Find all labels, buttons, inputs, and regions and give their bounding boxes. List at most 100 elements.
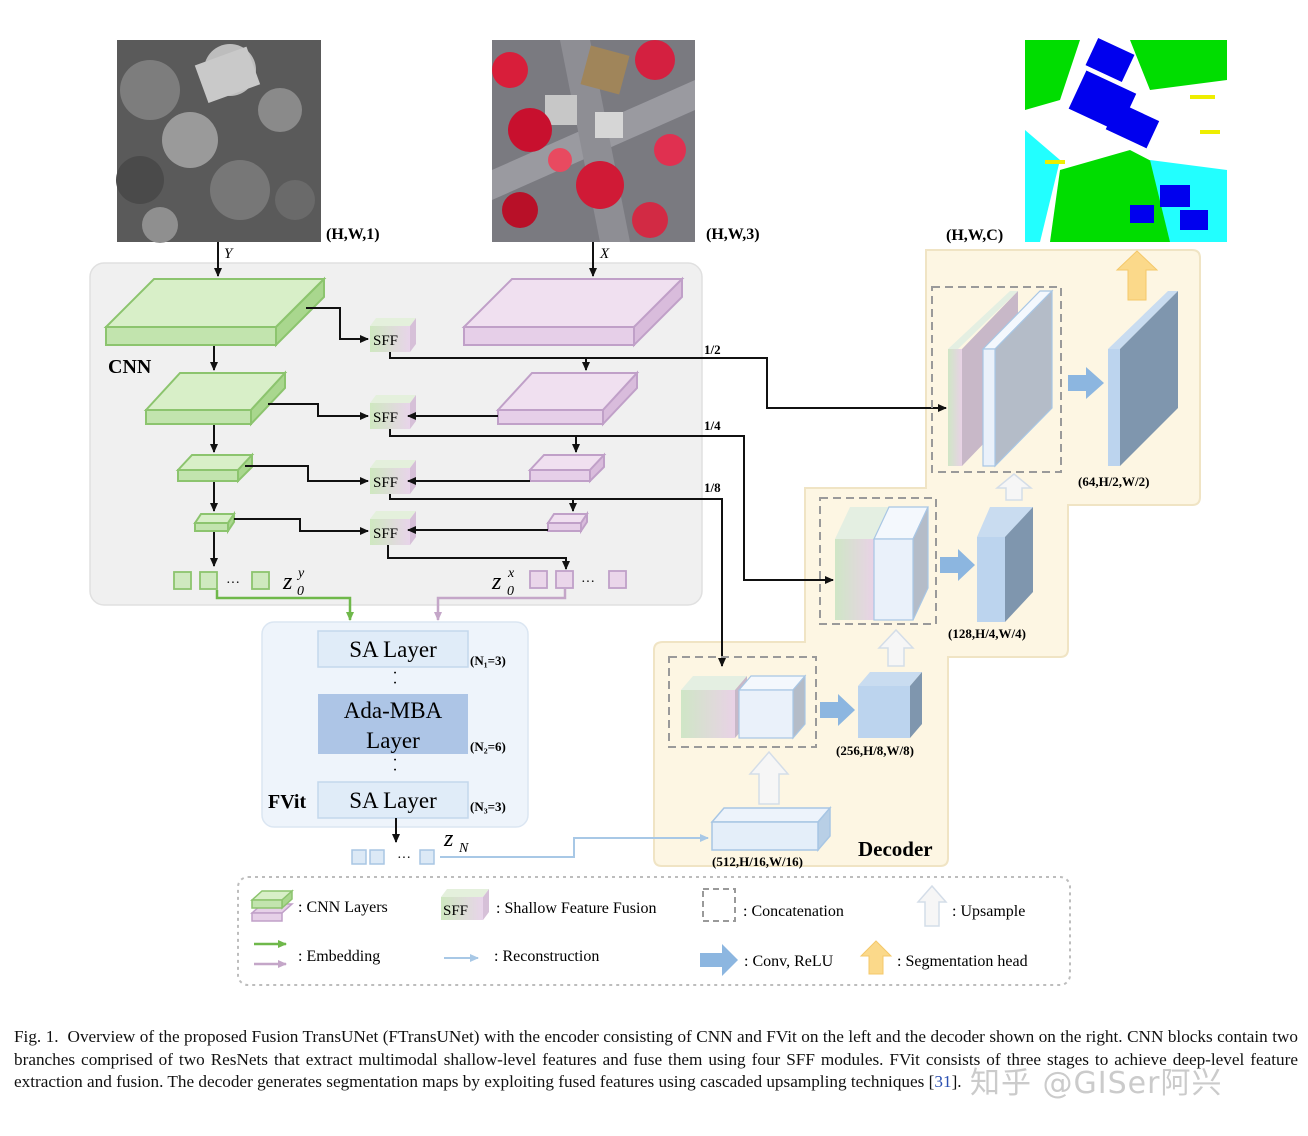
svg-text:···: ···: [397, 851, 411, 866]
sa-layer-1-count: (N₁=3): [470, 653, 506, 668]
legend-cnn-layers: : CNN Layers: [298, 899, 388, 916]
concat2-upsampled-feature: [873, 506, 929, 621]
dsm-dimension-label: (H,W,1): [326, 226, 380, 243]
svg-text:·: ·: [392, 762, 397, 779]
svg-text:SFF: SFF: [373, 410, 398, 426]
dim-64: (64,H/2,W/2): [1078, 474, 1150, 489]
concat-group-1: [931, 286, 1062, 473]
svg-text:SA Layer: SA Layer: [349, 637, 437, 662]
legend-seg-head: : Segmentation head: [897, 953, 1028, 970]
svg-text:Layer: Layer: [366, 728, 420, 753]
fvit-label: FVit: [268, 791, 306, 813]
svg-text:···: ···: [226, 576, 240, 591]
legend-concat-icon: [702, 888, 736, 922]
z0y-symbol: z y 0: [282, 566, 305, 599]
svg-text:0: 0: [507, 584, 514, 599]
legend-concat: : Concatenation: [743, 903, 844, 920]
conv-arrow-1: [1068, 367, 1104, 399]
caption-end: ].: [951, 1072, 962, 1091]
cnn-layer-2: [143, 370, 288, 427]
sa-layer-2: [317, 781, 469, 819]
reconstruction-arrow: [440, 834, 709, 858]
sff-module-1: SFF: [370, 318, 416, 352]
svg-text:N: N: [458, 841, 469, 856]
concat-group-3: [668, 656, 817, 748]
svg-text:SFF: SFF: [373, 475, 398, 491]
dim-512: (512,H/16,W/16): [712, 854, 803, 869]
rgb-layer-2: [495, 370, 640, 427]
figure-caption: Fig. 1. Overview of the proposed Fusion …: [14, 1026, 1298, 1094]
dsm-variable: Y: [224, 246, 234, 262]
rgb-layer-3: [527, 452, 607, 484]
decoder-label: Decoder: [858, 837, 933, 861]
upsample-arrow-2: [877, 628, 915, 667]
svg-text:·: ·: [392, 665, 397, 682]
svg-text:0: 0: [297, 584, 304, 599]
svg-text:·: ·: [392, 752, 397, 769]
scale-label-quarter: 1/4: [704, 418, 721, 433]
segmentation-head-arrow: [1115, 250, 1159, 301]
architecture-diagram: (H,W,1) (H,W,3) (H,W,C) CNN Y X: [89, 37, 1227, 986]
skip-connections: [390, 357, 947, 667]
output-dimension-label: (H,W,C): [946, 227, 1003, 244]
scale-label-half: 1/2: [704, 342, 721, 357]
svg-text:SFF: SFF: [373, 526, 398, 542]
decoder-block-128: [977, 507, 1033, 622]
caption-lead: Fig. 1.: [14, 1027, 59, 1046]
legend-conv-relu: : Conv, ReLU: [744, 953, 834, 970]
dsm-input-image: [116, 40, 321, 243]
scale-label-eighth: 1/8: [704, 480, 721, 495]
svg-text:SA Layer: SA Layer: [349, 788, 437, 813]
conv-arrow-2: [940, 549, 975, 581]
svg-text:z: z: [282, 569, 293, 595]
svg-text:SFF: SFF: [443, 903, 468, 919]
concat-group-2: [819, 497, 937, 625]
legend-upsample-icon: [916, 884, 948, 927]
legend-conv-icon: [700, 944, 738, 976]
rgb-dimension-label: (H,W,3): [706, 226, 760, 243]
sff-module-4: SFF: [370, 511, 416, 545]
dsm-tokens: ···: [173, 571, 270, 591]
ada-mba-count: (N₂=6): [470, 739, 506, 754]
sa-layer-1: [317, 630, 469, 668]
rgb-layer-1: [461, 276, 685, 348]
zn-tokens: ···: [351, 849, 435, 866]
legend-sff: : Shallow Feature Fusion: [496, 900, 656, 917]
conv-arrow-3: [820, 694, 855, 726]
segmentation-output-image: [1025, 37, 1227, 242]
decoder-block-256: [858, 672, 922, 738]
concat3-upsampled-feature: [737, 674, 807, 740]
cnn-layer-4: [193, 510, 236, 535]
cnn-layer-1: [103, 276, 327, 348]
sa-layer-2-count: (N₃=3): [470, 799, 506, 814]
upsample-arrow-3: [994, 473, 1034, 501]
zn-symbol: z N: [443, 826, 469, 856]
caption-reference-link[interactable]: 31: [934, 1072, 952, 1091]
legend-embedding: : Embedding: [298, 948, 380, 965]
dim-128: (128,H/4,W/4): [948, 626, 1026, 641]
svg-text:···: ···: [581, 575, 595, 590]
rgb-input-image: [492, 40, 695, 242]
legend-reconstruction: : Reconstruction: [494, 948, 599, 965]
cnn-label: CNN: [108, 356, 152, 378]
legend-upsample: : Upsample: [952, 903, 1025, 920]
svg-text:·: ·: [392, 675, 397, 692]
decoder-block-512: [710, 805, 832, 853]
rgb-to-sff-arrows: [407, 412, 548, 534]
sff-module-3: SFF: [370, 460, 416, 494]
rgb-variable: X: [599, 246, 610, 262]
svg-text:SFF: SFF: [373, 333, 398, 349]
svg-text:z: z: [491, 569, 502, 595]
legend-cnn-layers-icon: [250, 889, 294, 922]
z0x-symbol: z x 0: [491, 566, 515, 599]
legend-box: [237, 876, 1071, 986]
caption-text: Overview of the proposed Fusion TransUNe…: [14, 1027, 1299, 1091]
sff-module-2: SFF: [370, 395, 416, 429]
legend-sff-icon: SFF: [441, 889, 489, 920]
dsm-embedding-arrow: [215, 590, 354, 621]
cnn-layer-3: [175, 452, 255, 484]
ada-mba-layer: [318, 694, 468, 754]
svg-text:x: x: [507, 566, 515, 581]
rgb-layer-4: [546, 510, 589, 535]
upsample-arrow-1: [748, 750, 790, 805]
